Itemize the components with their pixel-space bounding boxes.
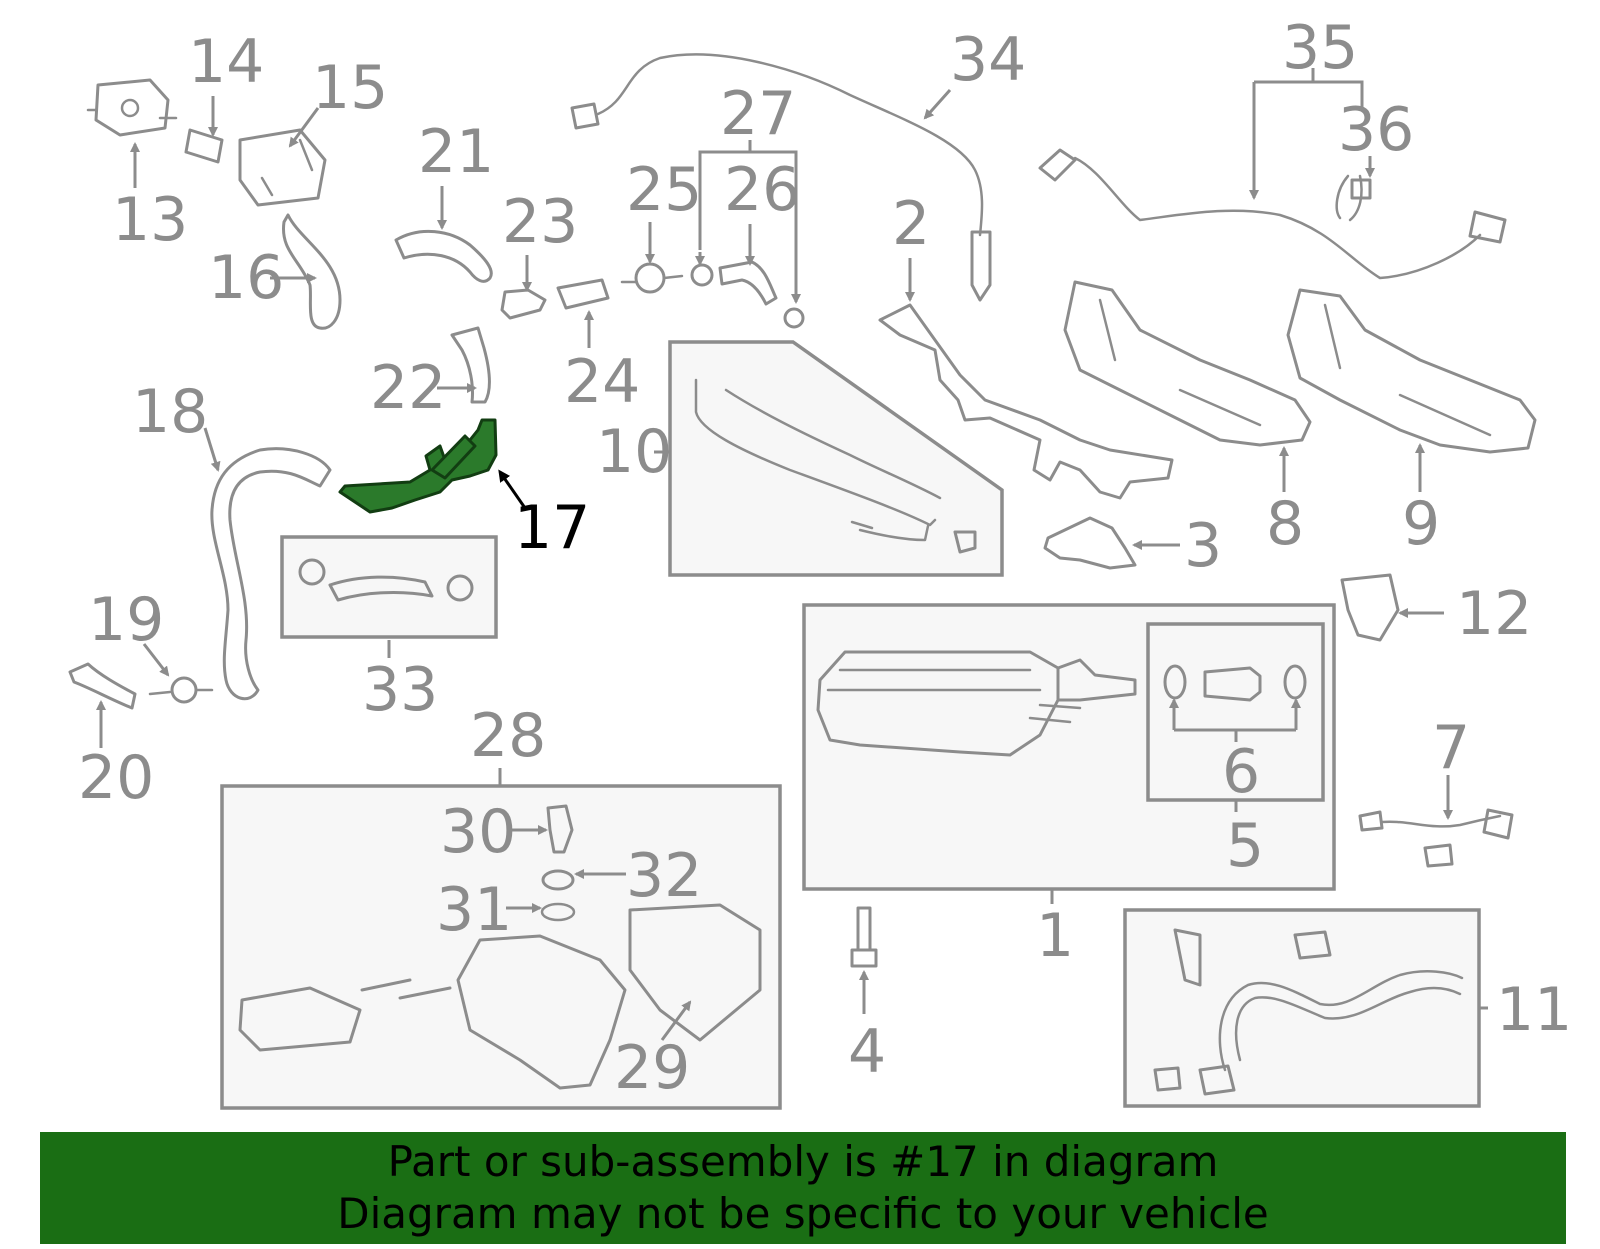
banner-line-1: Part or sub-assembly is #17 in diagram xyxy=(387,1137,1219,1186)
part-23-fitting xyxy=(500,288,547,320)
callout-1: 1 xyxy=(1036,901,1074,971)
part-10-hoses xyxy=(694,378,977,554)
leader-lines xyxy=(96,68,1488,1041)
callout-26: 26 xyxy=(724,155,800,225)
part-25-check-valve xyxy=(620,262,684,294)
part-9-shield xyxy=(1286,288,1537,454)
callout-23: 23 xyxy=(502,187,578,257)
callout-9: 9 xyxy=(1402,489,1440,559)
box-33 xyxy=(280,535,498,639)
part-1-canister xyxy=(816,650,1137,757)
callout-31: 31 xyxy=(436,875,512,945)
part-18-hose xyxy=(210,447,332,701)
callout-4: 4 xyxy=(848,1017,886,1087)
callout-11: 11 xyxy=(1496,975,1572,1045)
part-34-sensor-wire xyxy=(570,53,992,302)
part-7-harness xyxy=(1358,808,1514,868)
callout-3: 3 xyxy=(1184,511,1222,581)
callout-21: 21 xyxy=(418,117,494,187)
callout-13: 13 xyxy=(112,185,188,255)
callout-2: 2 xyxy=(892,189,930,259)
callout-34: 34 xyxy=(950,25,1026,95)
banner-line-2: Diagram may not be specific to your vehi… xyxy=(337,1189,1269,1238)
part-14-hose xyxy=(184,128,224,164)
callout-30: 30 xyxy=(440,797,516,867)
callout-16: 16 xyxy=(208,243,284,313)
callout-12: 12 xyxy=(1456,579,1532,649)
callout-7: 7 xyxy=(1432,713,1470,783)
part-19-valve xyxy=(148,676,214,704)
callout-5: 5 xyxy=(1226,811,1264,881)
callout-17: 17 xyxy=(514,493,590,563)
part-2-bracket xyxy=(878,303,1174,500)
part-21-hose xyxy=(394,229,493,283)
callout-27: 27 xyxy=(720,79,796,149)
callout-33: 33 xyxy=(362,655,438,725)
part-24-hose xyxy=(556,278,610,310)
callout-20: 20 xyxy=(78,743,154,813)
part-4-bolt xyxy=(850,906,878,968)
callout-32: 32 xyxy=(626,841,702,911)
part-3-bracket xyxy=(1043,516,1137,570)
part-35-harness xyxy=(1038,148,1507,280)
box-5 xyxy=(1146,622,1325,802)
callout-14: 14 xyxy=(188,27,264,97)
part-16-hose xyxy=(282,213,342,330)
part-33-hose xyxy=(298,558,474,602)
info-banner: Part or sub-assembly is #17 in diagram D… xyxy=(40,1132,1566,1244)
callout-8: 8 xyxy=(1266,489,1304,559)
part-12-valve xyxy=(1340,573,1400,642)
part-17-highlighted xyxy=(338,418,498,514)
part-28-cover-group xyxy=(238,804,762,1090)
part-20-hose xyxy=(68,662,137,710)
callout-19: 19 xyxy=(88,585,164,655)
callout-15: 15 xyxy=(312,53,388,123)
callout-24: 24 xyxy=(564,347,640,417)
callout-28: 28 xyxy=(470,701,546,771)
callout-22: 22 xyxy=(370,353,446,423)
callout-25: 25 xyxy=(626,155,702,225)
callout-35: 35 xyxy=(1282,13,1358,83)
part-22-hose xyxy=(450,326,491,404)
part-26-hose xyxy=(690,260,805,329)
callout-6: 6 xyxy=(1222,737,1260,807)
box-10 xyxy=(668,340,1004,577)
callout-18: 18 xyxy=(132,377,208,447)
part-8-shield xyxy=(1063,280,1312,447)
part-15-filter xyxy=(238,128,327,207)
callout-10: 10 xyxy=(596,417,672,487)
callout-36: 36 xyxy=(1338,95,1414,165)
part-11-hose-group xyxy=(1153,928,1464,1096)
part-13-valve xyxy=(86,78,178,137)
callout-29: 29 xyxy=(614,1033,690,1103)
